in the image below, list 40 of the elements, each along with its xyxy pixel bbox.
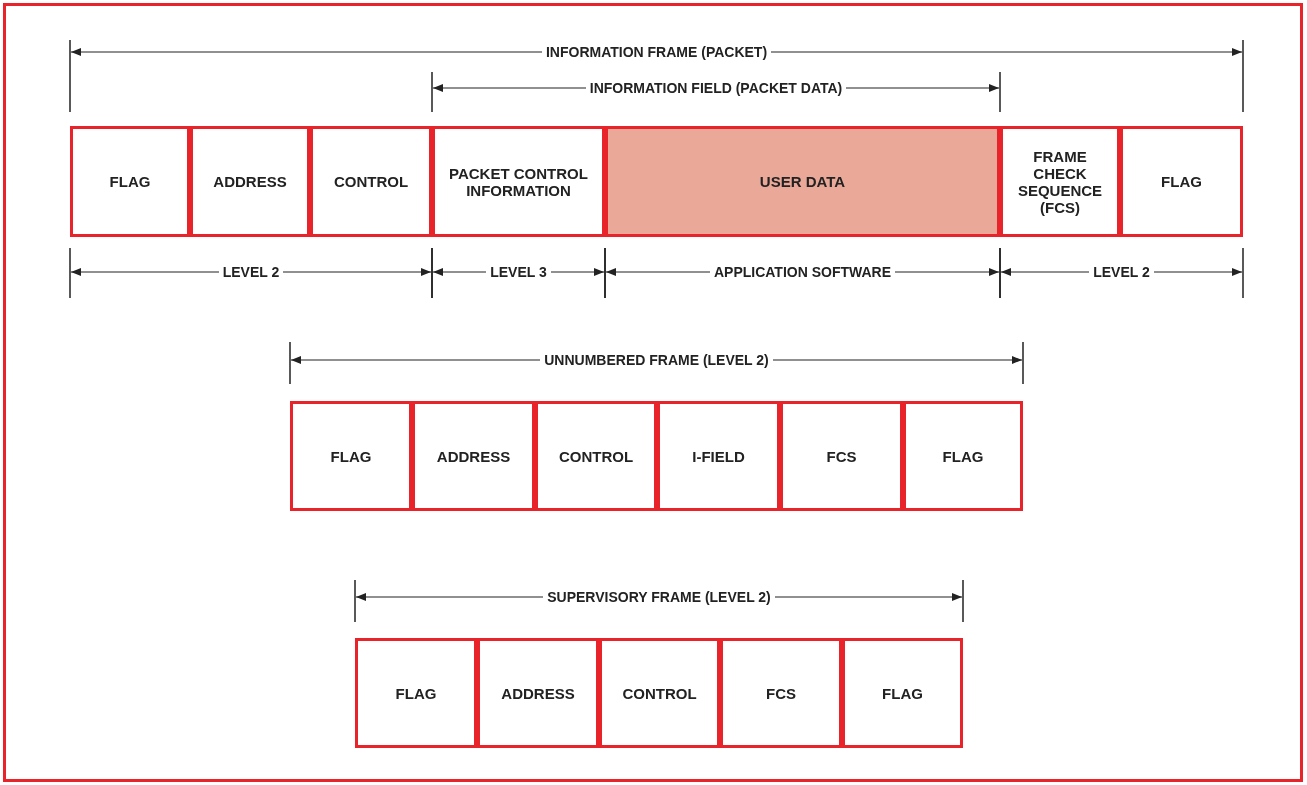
field-label: ADDRESS [501, 684, 575, 702]
dimension-label: UNNUMBERED FRAME (LEVEL 2) [540, 351, 773, 369]
field-box [780, 401, 903, 511]
dimension-label: INFORMATION FRAME (PACKET) [541, 43, 772, 61]
field-label: CONTROL [558, 447, 634, 465]
field-label: FLAG [1161, 173, 1202, 190]
field-box [657, 401, 780, 511]
field-label: PACKET CONTROL INFORMATION [448, 164, 589, 199]
dimension-label: SUPERVISORY FRAME (LEVEL 2) [543, 588, 775, 606]
field-box [1000, 126, 1120, 237]
field-label: ADDRESS [213, 173, 287, 190]
field-box [1120, 126, 1243, 237]
field-box [599, 638, 720, 748]
field-label: ADDRESS [436, 447, 511, 465]
field-box [432, 126, 605, 237]
field-label: CONTROL [333, 173, 409, 190]
field-box [70, 126, 190, 237]
field-box [842, 638, 963, 748]
field-box [355, 638, 477, 748]
field-box [605, 126, 1000, 237]
field-label: I-FIELD [692, 447, 745, 465]
field-box [290, 401, 412, 511]
field-label: FLAG [942, 447, 984, 465]
field-box [310, 126, 432, 237]
field-label: FRAME CHECK SEQUENCE (FCS) [1016, 147, 1104, 216]
field-box [535, 401, 657, 511]
field-label: FLAG [109, 173, 151, 190]
dimension-label: INFORMATION FIELD (PACKET DATA) [585, 79, 847, 97]
field-label: CONTROL [622, 684, 697, 702]
field-label: FLAG [882, 684, 923, 702]
field-label: FCS [826, 447, 857, 465]
field-label: FLAG [395, 684, 437, 702]
field-box [720, 638, 842, 748]
field-box [477, 638, 599, 748]
field-box [412, 401, 535, 511]
field-label: FCS [766, 684, 796, 702]
field-box [903, 401, 1023, 511]
field-label: FLAG [330, 447, 372, 465]
field-label: USER DATA [759, 173, 846, 190]
field-box [190, 126, 310, 237]
